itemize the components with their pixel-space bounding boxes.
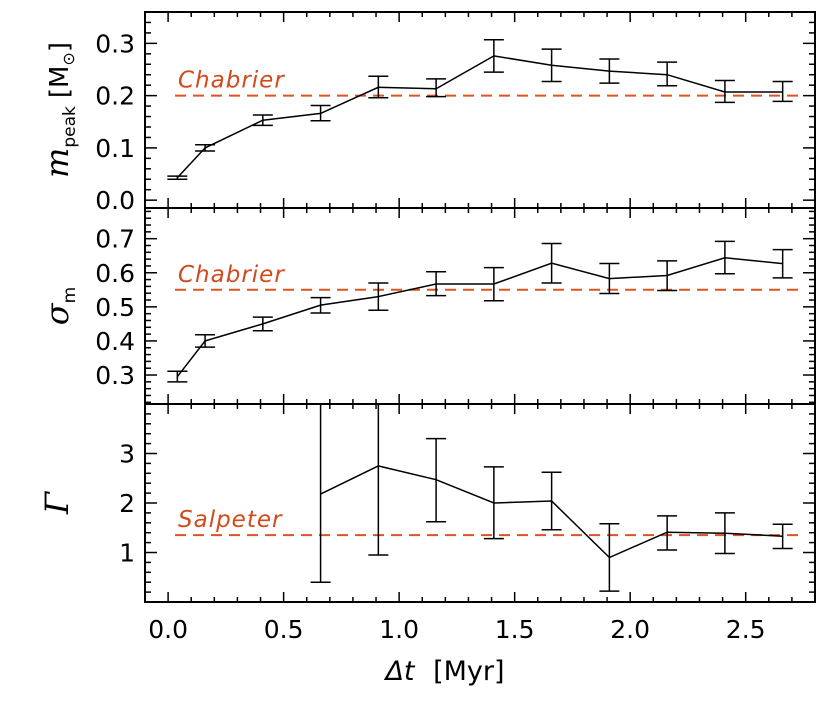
y-label-subscript: m: [60, 287, 80, 304]
error-bar: [483, 466, 504, 540]
y-label-subscript: peak: [60, 106, 80, 148]
y-axis-label: σm: [38, 287, 80, 325]
panel-3: 1 2 3Γ Salpeter: [38, 403, 816, 603]
y-label-symbol: σ: [38, 302, 76, 325]
error-bar: [426, 270, 447, 297]
x-axis-label-symbol: Δt: [383, 656, 415, 687]
y-label-unit: [M: [45, 66, 75, 99]
x-tick-label: 1.0: [379, 615, 419, 644]
error-bar: [368, 75, 389, 99]
x-axis: Δt [Myr] 0.0 0.5 1.0 1.5 2.0 2.5: [148, 615, 765, 687]
y-tick-label: 3: [119, 440, 135, 469]
error-bar: [195, 334, 216, 348]
y-tick-label: 0.3: [95, 361, 135, 390]
error-bar: [599, 262, 620, 295]
series-line: [176, 257, 783, 378]
y-tick-label: 2: [119, 489, 135, 518]
x-axis-label-unit: [Myr]: [433, 656, 504, 687]
x-axis-label: Δt [Myr]: [383, 656, 504, 687]
error-bar: [483, 266, 504, 302]
error-bar: [599, 523, 620, 592]
y-tick-label: 0.7: [95, 225, 135, 254]
error-bar: [195, 144, 216, 152]
reference-label: Chabrier: [178, 262, 285, 288]
x-tick-label: 0.0: [148, 615, 188, 644]
panel-frame: [144, 207, 816, 405]
panel-2: 0.3 0.4 0.5 0.6 0.7 σm Chabrier: [38, 207, 816, 405]
y-label-symbol: m: [38, 148, 76, 178]
error-bar: [657, 515, 678, 551]
y-axis-label: Γ: [38, 490, 76, 515]
error-bar: [167, 175, 188, 181]
panels-group: 0.00.10.20.3mpeak[M⊙]Chabrier0.30.40.50.…: [38, 11, 816, 603]
y-tick-label: 0.0: [95, 186, 135, 215]
error-bar: [252, 114, 273, 127]
error-bar: [772, 523, 793, 550]
error-bar: [167, 370, 188, 383]
error-bar: [541, 242, 562, 284]
y-label-sun-symbol: ⊙: [59, 52, 78, 65]
error-bar: [657, 61, 678, 87]
error-bar: [599, 58, 620, 84]
x-tick-label: 1.5: [495, 615, 535, 644]
error-bar: [657, 260, 678, 292]
error-bar: [772, 80, 793, 103]
panel-1: 0.0 0.1 0.2 0.3 mpeak [M⊙] Chabrier: [38, 11, 816, 215]
error-bar: [426, 78, 447, 98]
reference-label: Chabrier: [178, 68, 285, 94]
y-tick-label: 0.2: [95, 82, 135, 111]
x-tick-label: 2.0: [610, 615, 650, 644]
y-tick-label: 0.6: [95, 259, 135, 288]
error-bar: [368, 403, 389, 556]
y-tick-label: 1: [119, 539, 135, 568]
error-bar: [714, 240, 735, 275]
x-tick-label: 2.5: [726, 615, 766, 644]
reference-label: Salpeter: [178, 507, 283, 533]
y-tick-label: 0.5: [95, 293, 135, 322]
x-tick-label: 0.5: [264, 615, 304, 644]
panel-frame: [144, 11, 816, 209]
error-bar: [714, 79, 735, 104]
panel-frame: [144, 403, 816, 603]
error-bar: [483, 38, 504, 73]
error-bar: [541, 48, 562, 83]
error-bar: [714, 512, 735, 555]
y-axis-label: mpeak [M⊙]: [38, 42, 80, 178]
y-tick-label: 0.4: [95, 327, 135, 356]
y-label-symbol: Γ: [38, 490, 76, 515]
error-bar: [252, 316, 273, 332]
error-bar: [426, 437, 447, 523]
error-bar: [368, 282, 389, 312]
y-label-unit-close: ]: [45, 42, 75, 52]
error-bar: [541, 471, 562, 531]
y-tick-label: 0.1: [95, 134, 135, 163]
error-bar: [310, 296, 331, 314]
error-bar: [310, 403, 331, 583]
y-tick-label: 0.3: [95, 29, 135, 58]
error-bar: [310, 104, 331, 122]
error-bar: [772, 248, 793, 279]
